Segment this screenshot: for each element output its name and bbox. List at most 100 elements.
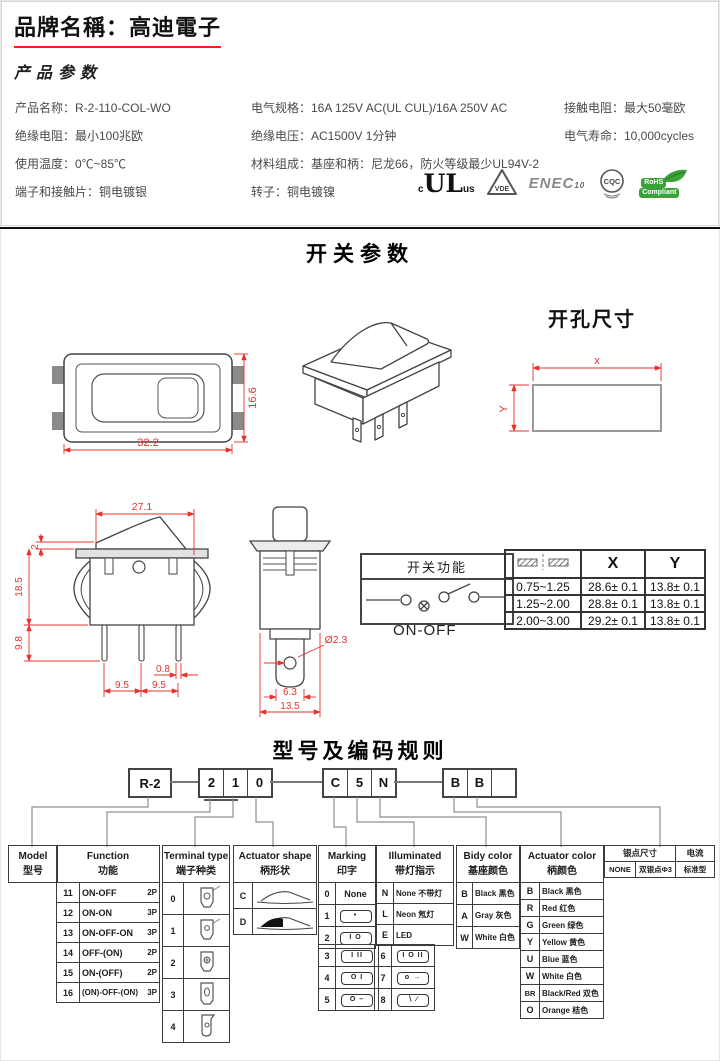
code: C — [233, 882, 253, 909]
terminal-row: 2 — [162, 946, 230, 979]
dim-9-5-a: 9.5 — [115, 680, 129, 691]
silver-point-table: 银点尺寸 电流 NONE 双银点Φ3 标准型 — [604, 845, 715, 878]
code: Y — [520, 933, 540, 951]
terminal-row: 3 — [162, 978, 230, 1011]
code: 3 — [162, 978, 184, 1011]
label: Black 黑色 — [472, 882, 520, 905]
spec-item: 端子和接触片：铜电镀银 — [15, 185, 148, 199]
code: 3 — [318, 944, 336, 967]
code: 16 — [56, 982, 80, 1003]
code: 1 — [162, 914, 184, 947]
spec-item: 使用温度：0℃~85℃ — [15, 157, 127, 171]
label: Neon 氖灯 — [393, 903, 454, 925]
y-value: 13.8± 0.1 — [644, 594, 706, 613]
shape-zh: 柄形状 — [260, 866, 290, 877]
spec-column-3: 接触电阻：最大50毫欧 电气寿命：10,000cycles — [564, 94, 716, 150]
dim-9-8: 9.8 — [14, 636, 25, 650]
marking-row: 1• — [318, 904, 376, 927]
terminal-icon-cell — [183, 978, 230, 1011]
label: Yellow 黄色 — [539, 933, 604, 951]
code: B — [520, 882, 540, 900]
code: 0 — [318, 882, 336, 905]
code-underline — [204, 799, 238, 801]
terminal-icon-cell — [183, 946, 230, 979]
marking-row: 8∖ ∕ — [374, 988, 435, 1011]
terminal-icon — [199, 951, 214, 972]
marking-header: Marking 印字 — [318, 845, 376, 883]
code-cell — [491, 770, 515, 796]
terminal-type-table: Terminal type 端子种类 0 1 2 3 4 — [162, 845, 230, 1043]
code: 11 — [56, 882, 80, 903]
section-product-params: 产品参数 — [14, 63, 103, 82]
marking-icon-cell: I O — [335, 926, 376, 949]
label: LED — [393, 924, 454, 946]
code: 5 — [318, 988, 336, 1011]
dim-6-3: 6.3 — [283, 687, 297, 698]
marking-icon: I O — [339, 931, 372, 945]
end-view-drawing: Ø2.3 6.3 13.5 — [248, 506, 348, 717]
code: 12 — [56, 902, 80, 923]
code: W — [520, 967, 540, 985]
connector-line — [170, 781, 198, 783]
x-value: 28.8± 0.1 — [580, 594, 646, 613]
marking-icon-cell: o → — [391, 966, 435, 989]
label: Green 绿色 — [539, 916, 604, 934]
marking-icon-cell: • — [335, 904, 376, 927]
top-view-drawing: 32.2 16.6 — [52, 353, 259, 454]
current-type: 标准型 — [675, 861, 715, 878]
marking-icon: • — [339, 909, 372, 923]
hole-size-title: 开孔尺寸 — [548, 309, 636, 331]
code: 13 — [56, 922, 80, 943]
col-y-header: Y — [644, 549, 706, 579]
code: G — [520, 916, 540, 934]
terminal-icon — [199, 982, 214, 1005]
terminal-icon — [199, 918, 220, 940]
terminal-row: 1 — [162, 914, 230, 947]
rohs-label: RoHS — [641, 177, 667, 188]
side-view-drawing: 27.1 2 18.5 9.8 0.8 9.5 9.5 — [14, 501, 211, 697]
label: Blue 蓝色 — [539, 950, 604, 968]
code-cell: B — [467, 770, 491, 796]
marking-zh: 印字 — [337, 866, 357, 877]
dim-y: Y — [498, 405, 510, 413]
marking-label: None — [335, 882, 376, 905]
marking-icon: I II — [341, 949, 373, 963]
certification-icons: cULus VDE ENEC10 CQC RoHS Compliant — [418, 162, 691, 204]
code: W — [456, 926, 473, 949]
shape-row: D — [233, 908, 317, 935]
actuator-color-en: Actuator color — [527, 851, 597, 862]
thickness-range: 2.00~3.00 — [504, 611, 582, 630]
dim-2: 2 — [30, 544, 41, 550]
dim-27-1: 27.1 — [132, 501, 153, 513]
spec-item: 接触电阻：最大50毫欧 — [564, 101, 686, 115]
function-zh: 功能 — [98, 866, 118, 877]
terminal-icon — [199, 885, 220, 908]
perspective-view-drawing — [302, 322, 452, 443]
code-cell: C — [330, 775, 341, 790]
section-divider — [0, 227, 720, 229]
dim-13-5: 13.5 — [280, 701, 300, 712]
marking-en: Marking — [327, 851, 367, 862]
